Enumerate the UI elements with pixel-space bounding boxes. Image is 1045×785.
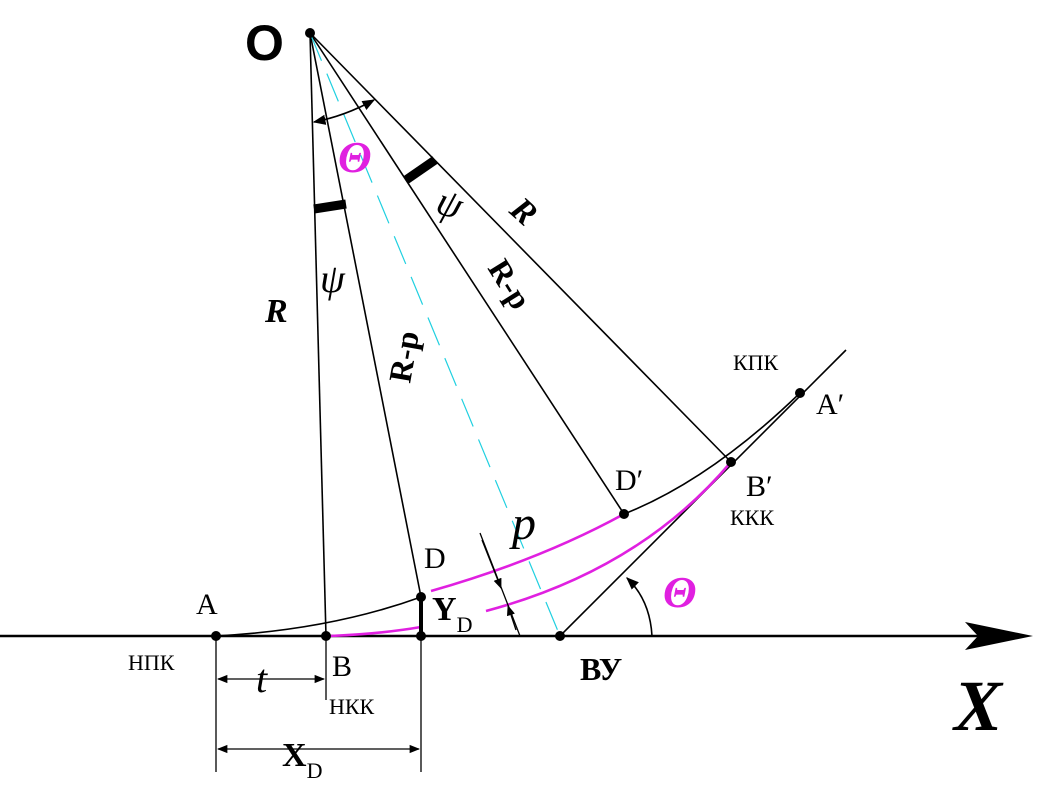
label-nkk: НКК [329,694,375,719]
psi-tick-right [403,156,438,184]
label-shifted-radius-right: R-p [481,253,539,316]
label-dim-xd: XD [282,737,322,783]
point-vu-dot [555,631,565,641]
point-d-prime-dot [619,509,629,519]
label-dim-yd: YD [432,591,472,637]
label-shifted-radius-left: R-p [381,328,425,385]
label-dim-yd-main: Y [432,591,457,628]
p-arrow-lower [507,605,517,631]
label-center-o: O [245,15,284,71]
label-theta-bottom: Θ [663,568,697,617]
label-radius-left: R [264,293,288,330]
label-theta-top: Θ [338,133,372,182]
p-arrow-upper [481,539,502,589]
label-dim-yd-sub: D [457,612,473,637]
label-point-d-prime: D′ [615,464,643,497]
label-point-a: A [196,588,218,621]
label-kkk: ККК [730,505,774,530]
transition-curve-d-prime-a-prime [623,392,801,515]
bisector-line [309,32,561,637]
label-point-d: D [424,542,446,575]
label-point-b-prime: B′ [746,470,773,503]
psi-tick-left [313,199,347,214]
label-psi-left: ψ [320,256,346,301]
label-dim-xd-main: X [282,737,307,774]
label-point-a-prime: A′ [816,388,844,421]
label-shift-p: p [509,497,536,550]
label-radius-right: R [502,190,544,233]
point-d-dot [416,592,426,602]
label-npk: НПК [128,650,175,675]
label-dim-t: t [256,656,268,701]
label-vu: ВУ [580,651,622,687]
circular-curve-inner [485,461,732,613]
label-psi-right: ψ [431,178,470,229]
point-a-prime-dot [795,388,805,398]
point-d-base-dot [416,631,426,641]
label-axis-x: X [952,666,1004,746]
radius-o-b-prime [309,32,732,463]
circular-curve-outer [430,512,625,593]
label-kpk: КПК [733,350,779,375]
point-a-dot [211,631,221,641]
label-dim-xd-sub: D [307,758,323,783]
point-b-dot [321,631,331,641]
x-axis-arrow [965,622,1033,650]
theta-arc-bottom [626,577,653,637]
transition-curve-a-d [215,596,422,637]
theta-arc-top [312,99,376,125]
label-point-b: B [332,650,352,683]
shifted-curve-b-d [329,625,422,638]
radius-o-b [309,32,327,637]
point-b-prime-dot [726,457,736,467]
point-o-dot [305,28,315,38]
radius-o-d [309,32,422,598]
